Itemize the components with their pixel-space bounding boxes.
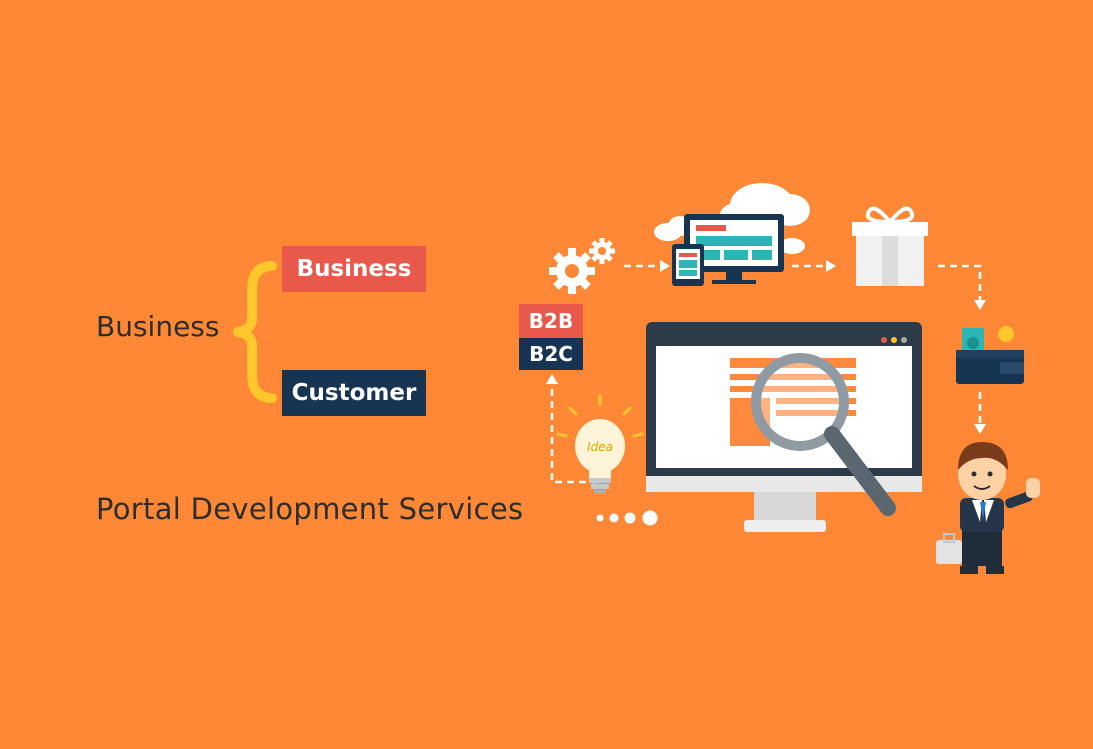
- business-label: Business: [96, 310, 220, 343]
- lightbulb-icon: [556, 394, 644, 494]
- page-title: Portal Development Services: [96, 492, 524, 526]
- customer-tag: Customer: [282, 370, 426, 416]
- b2b-badge: B2B: [519, 304, 583, 338]
- business-tag: Business: [282, 246, 426, 292]
- dots-decoration: [596, 510, 658, 526]
- curly-brace: [233, 261, 277, 403]
- idea-label: Idea: [587, 440, 613, 454]
- b2c-badge: B2C: [519, 338, 583, 370]
- magnifier-icon: [751, 353, 896, 516]
- businessman-icon: [936, 442, 1040, 574]
- gift-icon: [852, 206, 928, 286]
- gears-icon: [549, 238, 615, 294]
- wallet-icon: [956, 326, 1024, 384]
- devices-icon: [672, 214, 784, 286]
- arrow-heads: [546, 260, 986, 434]
- flow-arrows: [550, 264, 982, 484]
